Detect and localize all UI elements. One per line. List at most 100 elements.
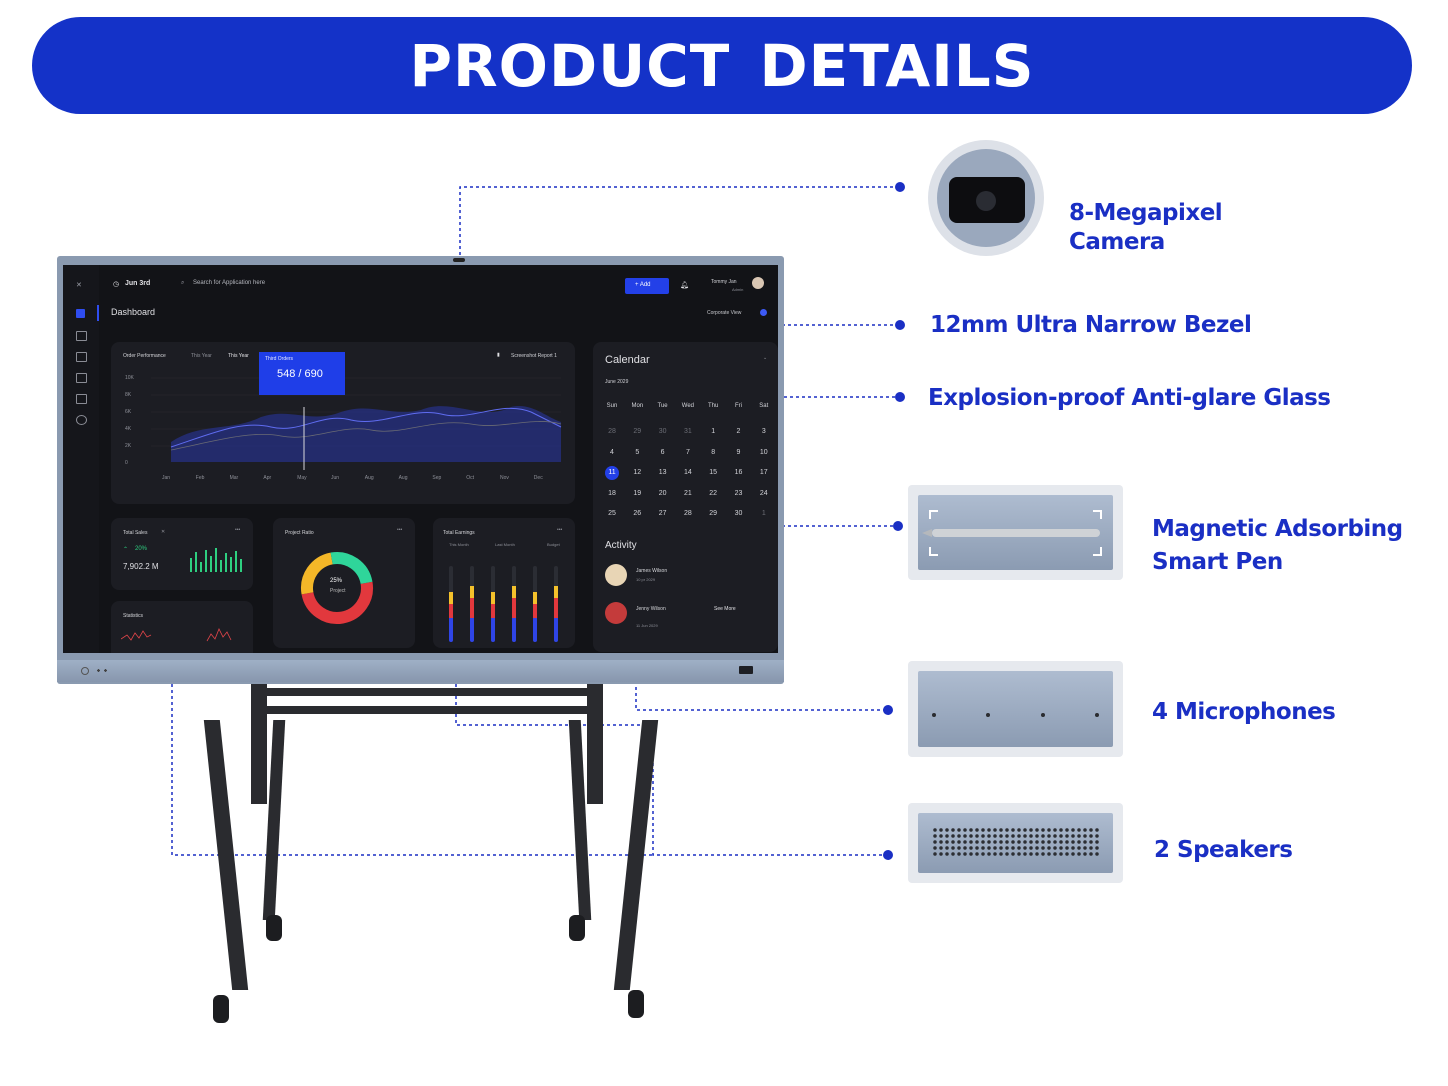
legend-budget: Budget [547, 542, 560, 547]
calendar-day[interactable]: 1 [711, 428, 716, 435]
earnings-bar [554, 566, 558, 642]
user-role: Admin [732, 287, 744, 292]
y-tick-label: 0 [125, 460, 128, 466]
corporate-view-toggle[interactable]: Corporate View [707, 310, 742, 316]
calendar-day[interactable]: 18 [608, 489, 616, 497]
x-tick-label: Aug [398, 475, 408, 481]
calendar-day[interactable]: 11 [605, 466, 619, 480]
calendar-day[interactable]: 22 [709, 489, 718, 497]
total-earnings-title: Total Earnings [443, 530, 475, 536]
calendar-day[interactable]: 29 [709, 510, 718, 517]
sidebar-active-icon[interactable] [76, 309, 85, 318]
sales-value: 7,902.2 M [123, 562, 159, 571]
calendar-day[interactable]: 3 [761, 428, 766, 435]
calendar-day[interactable]: 27 [658, 510, 667, 517]
control-dots[interactable] [95, 668, 109, 673]
sidebar-item-orders-icon[interactable] [76, 331, 87, 341]
y-tick-label: 2K [125, 443, 132, 449]
caster-wheel [569, 915, 585, 941]
calendar-day[interactable]: 12 [633, 469, 642, 476]
caster-wheel [628, 990, 644, 1018]
calendar-day[interactable]: 2 [736, 428, 741, 435]
earnings-bar [512, 566, 516, 642]
calendar-day[interactable]: 23 [734, 489, 743, 497]
add-button[interactable]: + Add [625, 278, 669, 294]
calendar-day[interactable]: 20 [658, 489, 667, 497]
calendar-day[interactable]: 14 [683, 469, 692, 476]
more-icon[interactable]: ••• [235, 527, 241, 533]
feature-camera-line1: 8-Megapixel [1069, 200, 1223, 226]
calendar-day[interactable]: 15 [709, 469, 718, 476]
calendar-day[interactable]: 17 [759, 469, 768, 476]
sidebar-item-folder-icon[interactable] [76, 373, 87, 383]
activity-name: Jenny Wilson [636, 606, 666, 612]
x-tick-label: Feb [195, 475, 205, 481]
calendar-day[interactable]: 9 [736, 448, 741, 456]
corporate-view-dot[interactable] [760, 309, 767, 316]
tab-this-year[interactable]: This Year [191, 353, 212, 359]
y-tick-label: 8K [125, 392, 132, 398]
earnings-bar [491, 566, 495, 642]
feature-speakers: 2 Speakers [1154, 837, 1293, 863]
calendar-day[interactable]: 4 [610, 448, 614, 456]
sales-sparkbars [190, 548, 242, 572]
y-tick-label: 10K [125, 375, 134, 381]
calendar-day[interactable]: 31 [683, 428, 692, 435]
calendar-day[interactable]: 8 [711, 448, 716, 456]
calendar-day[interactable]: 5 [635, 448, 640, 456]
calendar-day[interactable]: 21 [683, 489, 692, 497]
sensor-window [739, 666, 753, 674]
x-tick-label: Sep [432, 475, 442, 481]
calendar-day[interactable]: 29 [633, 428, 642, 435]
feature-smart-pen: Magnetic Adsorbing Smart Pen [1152, 515, 1403, 577]
feature-camera: 8-Megapixel Camera [1069, 199, 1223, 257]
calendar-day[interactable]: 10 [759, 448, 768, 456]
total-sales-card: Total Sales ✕ ••• ⌃ 20% 7,902.2 M [111, 518, 253, 590]
x-tick-label: Mar [229, 475, 239, 481]
earnings-bar [449, 566, 453, 642]
earnings-bar [470, 566, 474, 642]
calendar-day[interactable]: 19 [633, 489, 642, 497]
avatar[interactable] [752, 277, 764, 289]
chart-tooltip: Third Orders 548 / 690 [259, 352, 345, 395]
calendar-day[interactable]: 28 [683, 510, 692, 517]
add-button-label: + Add [635, 282, 651, 288]
sidebar-item-link-icon[interactable] [76, 415, 87, 425]
tab-this-year-active[interactable]: This Year [228, 353, 249, 359]
calendar-day[interactable]: 6 [660, 448, 665, 456]
calendar-day[interactable]: 28 [608, 428, 616, 435]
user-name: Tommy Jan [711, 279, 737, 285]
search-input[interactable]: Search for Application here [193, 280, 266, 286]
sidebar-item-reports-icon[interactable] [76, 352, 87, 362]
sales-change: 20% [135, 546, 148, 552]
calendar-day[interactable]: 7 [685, 448, 690, 456]
calendar-day[interactable]: 26 [633, 510, 642, 517]
close-icon[interactable]: ✕ [161, 529, 166, 535]
speakers-thumbnail [908, 803, 1123, 883]
power-button-icon[interactable] [81, 667, 89, 675]
total-sales-title: Total Sales [123, 530, 148, 536]
search-icon: ⌕ [181, 280, 185, 286]
screenshot-report-label[interactable]: Screenshot Report 1 [511, 353, 557, 359]
weekday-label: Sat [759, 403, 769, 409]
sidebar-item-analytics-icon[interactable] [76, 394, 87, 404]
order-performance-card: Order Performance This Year This Year ▮ … [111, 342, 575, 504]
legend-last-month: Last Month [495, 542, 515, 547]
calendar-day[interactable]: 25 [608, 510, 616, 517]
calendar-day[interactable]: 24 [759, 489, 768, 497]
calendar-month[interactable]: June 2029 [605, 379, 629, 385]
calendar-day[interactable]: 16 [734, 469, 743, 476]
statistics-sparkline [121, 628, 232, 642]
x-tick-label: Nov [500, 475, 509, 481]
statistics-card: Statistics [111, 601, 253, 653]
calendar-day[interactable]: 1 [761, 510, 766, 517]
notification-bell-icon[interactable]: 🔔︎ [680, 282, 689, 289]
more-icon[interactable]: ••• [557, 527, 563, 533]
weekday-label: Tue [657, 403, 668, 409]
more-icon[interactable]: ••• [397, 527, 403, 533]
chevron-down-icon[interactable]: ⌄ [763, 355, 768, 361]
calendar-day[interactable]: 30 [734, 510, 743, 517]
see-more-link[interactable]: See More [714, 606, 736, 612]
calendar-day[interactable]: 30 [658, 428, 667, 435]
calendar-day[interactable]: 13 [658, 469, 667, 476]
